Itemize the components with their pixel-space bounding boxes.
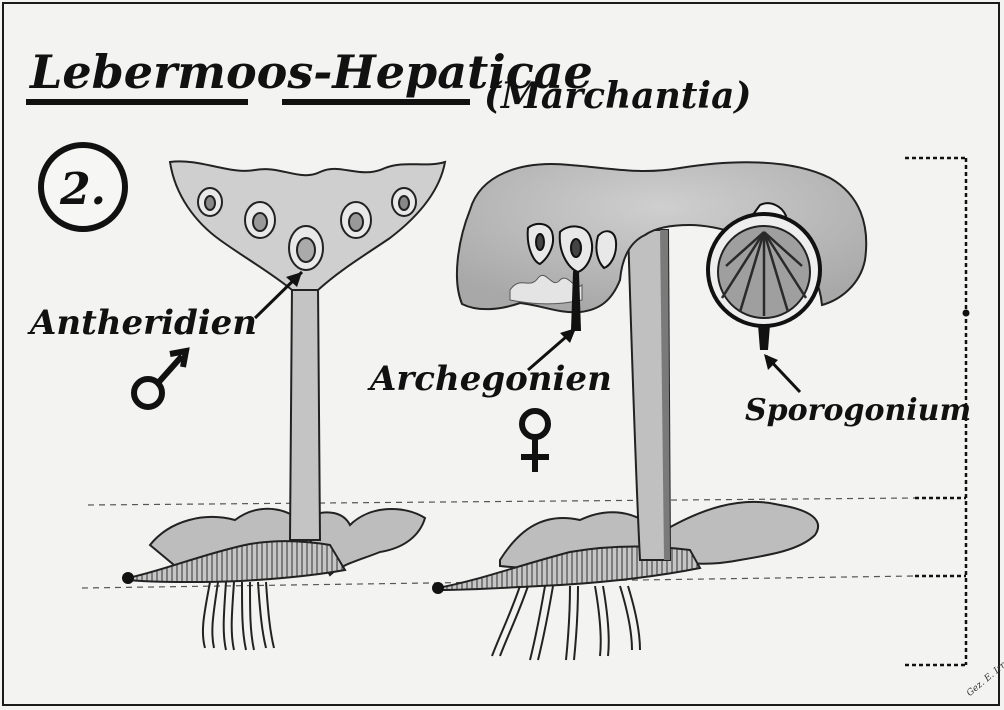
artist-signature: Gez. E. Irro [965, 657, 1004, 699]
label-sporogonium: Sporogonium [745, 393, 971, 428]
plate-number-badge: 2. [41, 145, 125, 229]
female-symbol-icon [521, 411, 549, 472]
male-symbol-icon [134, 351, 186, 407]
label-antheridien: Antheridien [27, 303, 257, 343]
scale-mark [963, 310, 970, 317]
title-group: Lebermoos-Hepaticae (Marchantia) [26, 45, 751, 117]
label-archegonien: Archegonien [367, 359, 612, 399]
male-plant [122, 161, 445, 650]
title-sub: (Marchantia) [484, 75, 751, 117]
plate-number: 2. [59, 164, 106, 215]
